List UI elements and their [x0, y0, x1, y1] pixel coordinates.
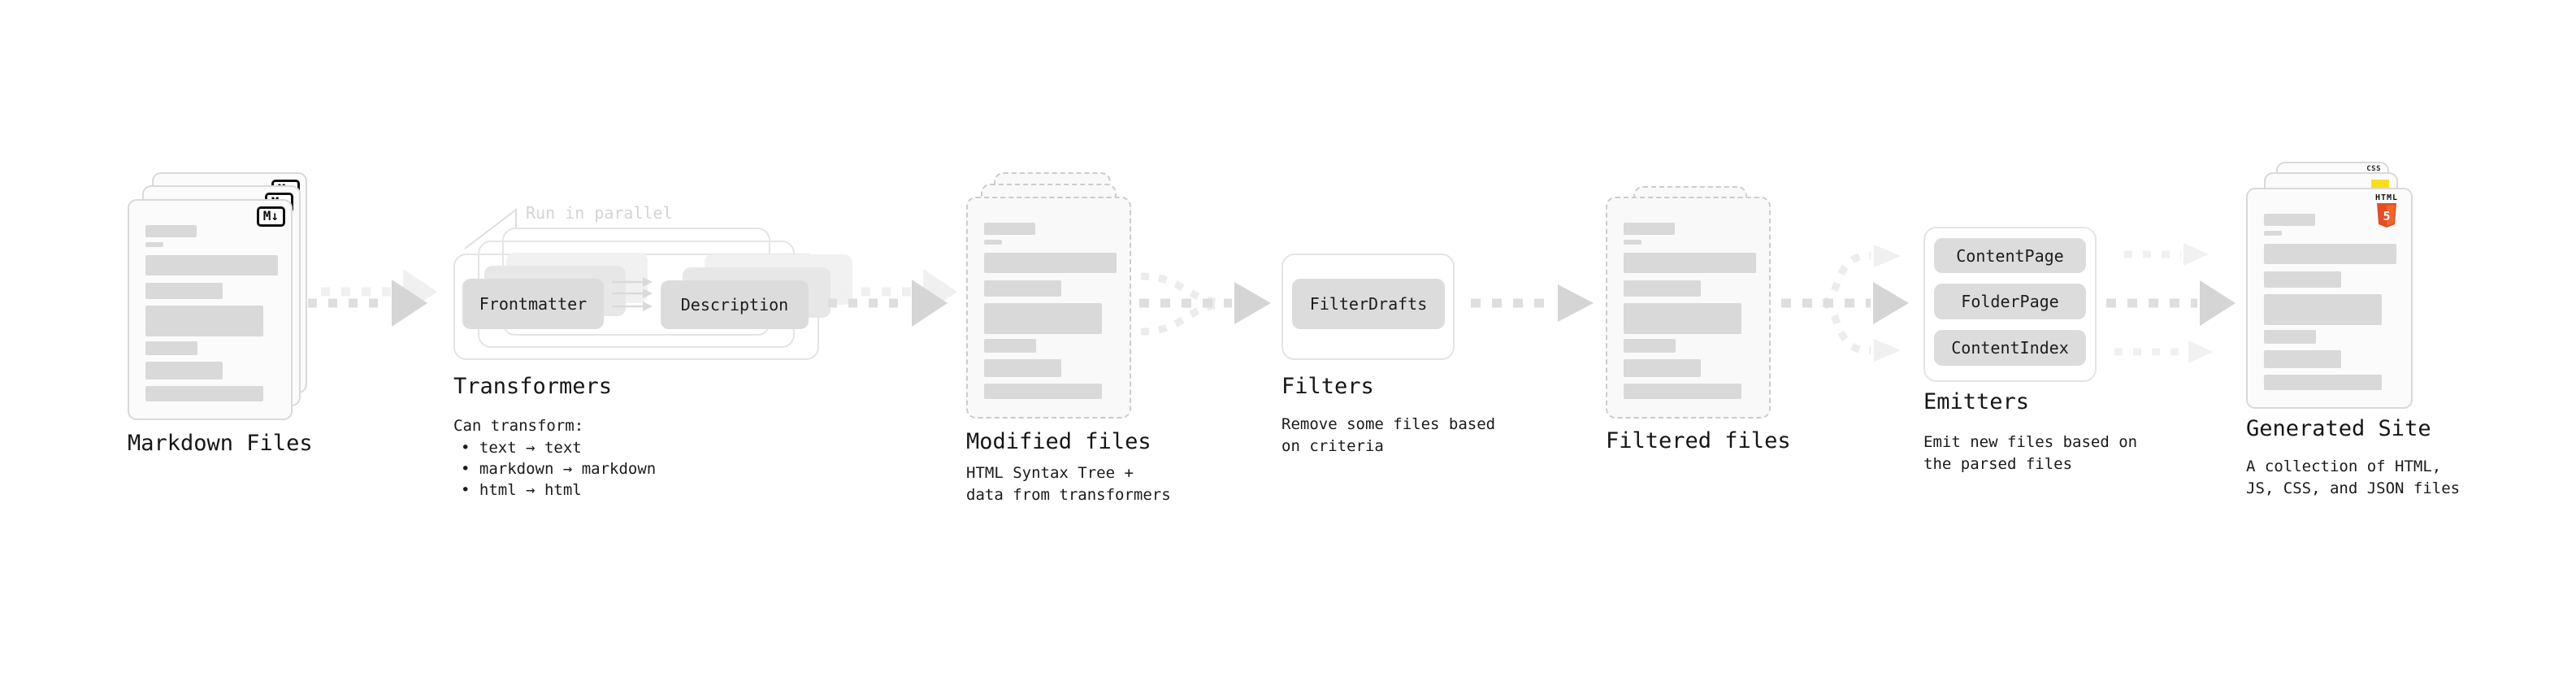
text-line-bar: [2264, 330, 2316, 344]
annotation-leader-line: [464, 207, 517, 249]
filtered-file-card-front: [1606, 197, 1771, 419]
text-line-bar: [2264, 350, 2341, 368]
folderpage-pill: FolderPage: [1934, 284, 2086, 319]
html5-logo-word: HTML: [2374, 193, 2399, 202]
generated-site-desc: A collection of HTML, JS, CSS, and JSON …: [2246, 456, 2460, 500]
text-line-bar: [2264, 231, 2282, 236]
text-line-bar: [984, 280, 1061, 297]
emitters-container: [1923, 227, 2097, 382]
arrowhead-light-top: [2184, 243, 2209, 266]
transform-arrow-middle: [612, 288, 653, 298]
text-line-bar: [984, 339, 1036, 353]
text-line-bar: [984, 303, 1102, 334]
filters-desc-line: on criteria: [1281, 437, 1384, 455]
filters-desc: Remove some files based on criteria: [1281, 414, 1495, 458]
transform-arrow-top: [612, 277, 653, 287]
emitters-title: Emitters: [1923, 389, 2030, 414]
converge-curve-top: [1140, 272, 1221, 306]
html5-logo-icon: HTML 5: [2372, 193, 2401, 228]
description-pill: Description: [661, 280, 809, 329]
text-line-bar: [145, 362, 223, 380]
arrowhead-light-bottom: [2188, 340, 2214, 363]
run-in-parallel-annotation: Run in parallel: [526, 203, 673, 223]
arrow-filtered-to-emitters: [1781, 245, 1909, 362]
text-line-bar: [145, 283, 223, 299]
text-line-bar: [1624, 384, 1741, 399]
filters-desc-line: Remove some files based: [1281, 415, 1496, 433]
text-line-bar: [145, 386, 263, 401]
arrowhead-light-bottom: [1874, 339, 1901, 362]
diverge-curve-bottom: [1821, 299, 1871, 354]
emitters-desc-line: the parsed files: [1923, 455, 2073, 473]
text-line-bar: [984, 223, 1035, 235]
modified-files-label: Modified files: [966, 429, 1151, 454]
filtered-files-label: Filtered files: [1606, 428, 1791, 453]
text-line-bar: [1624, 339, 1676, 353]
text-line-bar: [1624, 359, 1701, 377]
markdown-file-card-front: M↓: [128, 199, 293, 420]
arrow-markdown-to-transformers: [308, 269, 437, 327]
markdown-files-label: Markdown Files: [128, 431, 313, 456]
converge-curve-bottom: [1140, 301, 1221, 336]
text-line-bar: [984, 384, 1102, 399]
bullet-text-to-text: • text → text: [461, 439, 582, 457]
text-line-bar: [1624, 280, 1701, 297]
html5-shield: 5: [2377, 203, 2396, 228]
arrowhead-light-top: [1874, 245, 1901, 267]
generated-site-label: Generated Site: [2246, 416, 2431, 441]
transformers-desc-heading: Can transform:: [453, 417, 584, 435]
text-line-bar: [145, 341, 197, 355]
text-line-bar: [1624, 240, 1641, 245]
text-line-bar: [1624, 223, 1675, 235]
frontmatter-pill: Frontmatter: [462, 279, 604, 329]
transformers-bullets: • text → text • markdown → markdown • ht…: [461, 437, 656, 501]
emitters-desc-line: Emit new files based on: [1923, 433, 2138, 451]
arrow-emitters-to-site: [2106, 243, 2236, 363]
svg-text:5: 5: [2383, 209, 2390, 223]
filterdrafts-pill: FilterDrafts: [1292, 279, 1445, 329]
javascript-logo-icon: [2371, 180, 2389, 189]
arrowhead: [912, 280, 948, 327]
generated-site-desc-line: A collection of HTML,: [2246, 458, 2442, 475]
bullet-markdown-to-markdown: • markdown → markdown: [461, 460, 657, 478]
text-line-bar: [2264, 294, 2382, 325]
markdown-logo-icon: M↓: [256, 206, 285, 227]
text-line-bar: [145, 255, 278, 275]
text-line-bar: [145, 225, 197, 237]
text-line-bar: [984, 240, 1002, 245]
text-line-bar: [2264, 214, 2315, 226]
filters-title: Filters: [1281, 374, 1374, 399]
text-line-bar: [984, 359, 1061, 377]
bullet-html-to-html: • html → html: [461, 481, 582, 499]
text-line-bar: [145, 242, 163, 247]
text-line-bar: [145, 306, 263, 336]
diverge-curve-top: [1821, 252, 1871, 307]
text-line-bar: [1624, 253, 1756, 273]
generated-site-desc-line: JS, CSS, and JSON files: [2246, 479, 2461, 497]
text-line-bar: [1624, 303, 1741, 334]
text-line-bar: [984, 253, 1117, 273]
arrow-transformers-to-modified: [828, 269, 957, 327]
text-line-bar: [2264, 244, 2396, 264]
filters-container: [1281, 254, 1455, 360]
arrowhead: [1558, 284, 1594, 322]
contentpage-pill: ContentPage: [1934, 238, 2086, 273]
modified-files-desc-line: HTML Syntax Tree +: [966, 464, 1134, 482]
text-line-bar: [2264, 271, 2341, 288]
transformers-title: Transformers: [453, 374, 613, 399]
emitters-desc: Emit new files based on the parsed files: [1923, 432, 2137, 475]
text-line-bar: [2264, 375, 2382, 390]
arrowhead: [1873, 282, 1909, 324]
arrowhead: [1234, 282, 1271, 324]
modified-files-desc: HTML Syntax Tree + data from transformer…: [966, 462, 1171, 506]
arrow-modified-to-filters: [1139, 272, 1271, 336]
transform-arrow-bottom: [612, 301, 653, 311]
arrow-filters-to-filtered: [1471, 284, 1594, 322]
site-file-card-html: HTML 5: [2246, 188, 2413, 409]
contentindex-pill: ContentIndex: [1934, 330, 2086, 366]
modified-files-desc-line: data from transformers: [966, 486, 1171, 504]
modified-file-card-front: [966, 197, 1131, 419]
arrowhead: [392, 280, 427, 327]
arrowhead: [2200, 280, 2236, 326]
